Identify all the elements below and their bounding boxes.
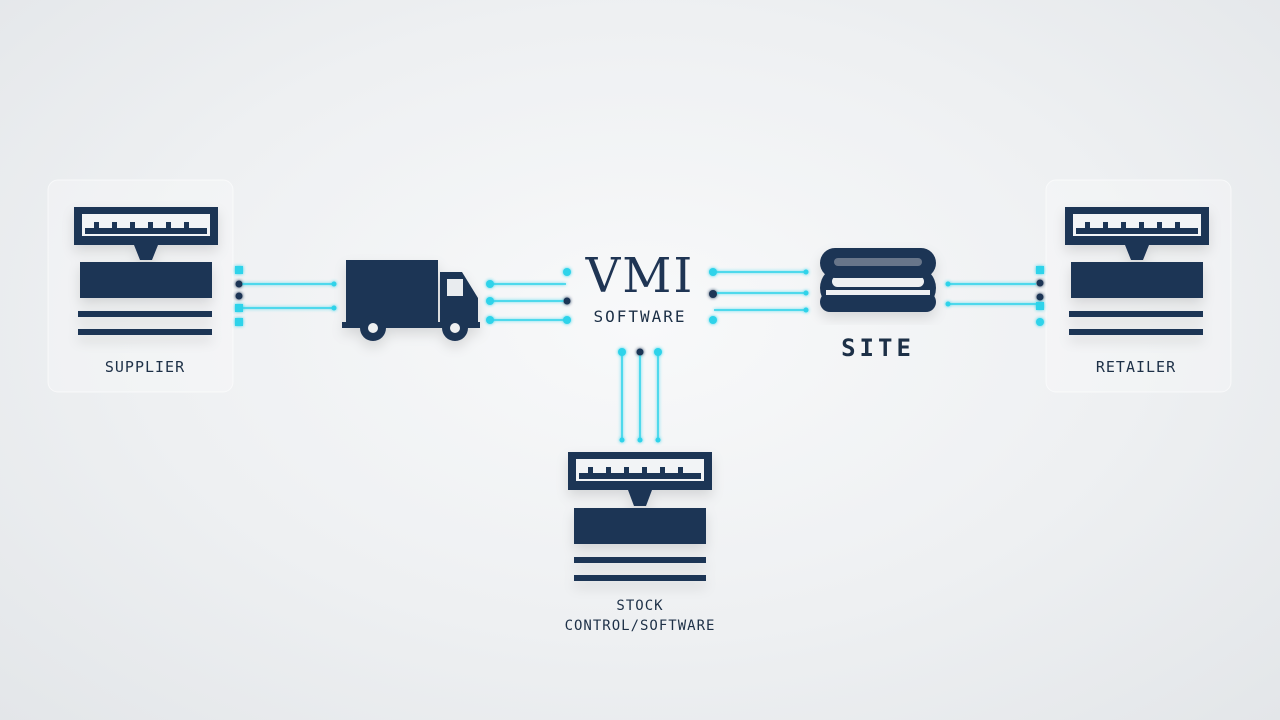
stock-control-server-icon xyxy=(568,452,712,581)
vmi-storage-connector xyxy=(709,268,809,324)
vmi-subtitle: SOFTWARE xyxy=(593,307,686,326)
stock-control-label-line2: CONTROL/SOFTWARE xyxy=(565,618,716,634)
storage-retailer-connector xyxy=(945,266,1044,326)
supplier-label: SUPPLIER xyxy=(105,358,185,376)
vmi-title: VMI xyxy=(585,248,695,304)
vmi-stockcontrol-connector xyxy=(618,348,662,443)
storage-label: SITE xyxy=(841,334,915,362)
truck-vmi-connector xyxy=(486,268,571,324)
database-stack-icon xyxy=(820,248,936,312)
supplier-server-icon xyxy=(74,207,218,335)
stock-control-label-line1: STOCK xyxy=(616,598,663,614)
retailer-label: RETAILER xyxy=(1096,358,1176,376)
retailer-server-icon xyxy=(1065,207,1209,335)
delivery-truck-icon xyxy=(342,260,480,341)
supplier-truck-connector xyxy=(235,266,337,326)
